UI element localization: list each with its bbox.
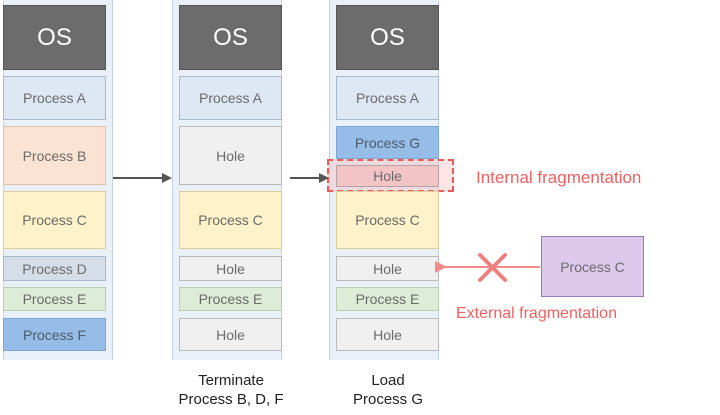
os-block: OS: [336, 5, 439, 70]
hole-block: Hole: [179, 126, 282, 185]
hole-block: Hole: [336, 256, 439, 281]
process-a-block: Process A: [336, 76, 439, 120]
process-c-block: Process C: [336, 191, 439, 249]
os-block: OS: [179, 5, 282, 70]
process-e-block: Process E: [336, 287, 439, 311]
caption-terminate-line1: Terminate: [198, 372, 264, 389]
incoming-process-c-block: Process C: [541, 236, 644, 297]
process-c-block: Process C: [3, 191, 106, 249]
internal-fragmentation-label: Internal fragmentation: [476, 168, 642, 187]
os-block: OS: [3, 5, 106, 70]
process-a-block: Process A: [179, 76, 282, 120]
process-g-block: Process G: [336, 126, 439, 159]
process-c-block: Process C: [179, 191, 282, 249]
internal-hole-block: Hole: [336, 165, 439, 187]
caption-terminate-line2: Process B, D, F: [178, 391, 284, 408]
caption-load-line2: Process G: [352, 391, 424, 408]
process-e-block: Process E: [179, 287, 282, 311]
process-f-block: Process F: [3, 318, 106, 351]
hole-block: Hole: [179, 256, 282, 281]
hole-block: Hole: [179, 318, 282, 351]
process-d-block: Process D: [3, 256, 106, 281]
process-b-block: Process B: [3, 126, 106, 185]
caption-terminate: Terminate Process B, D, F: [160, 371, 302, 409]
cross-icon: [478, 253, 507, 282]
process-a-block: Process A: [3, 76, 106, 120]
process-e-block: Process E: [3, 287, 106, 311]
external-fragmentation-label: External fragmentation: [456, 305, 617, 322]
caption-load: Load Process G: [330, 371, 446, 409]
caption-load-line1: Load: [371, 372, 405, 389]
hole-block: Hole: [336, 318, 439, 351]
